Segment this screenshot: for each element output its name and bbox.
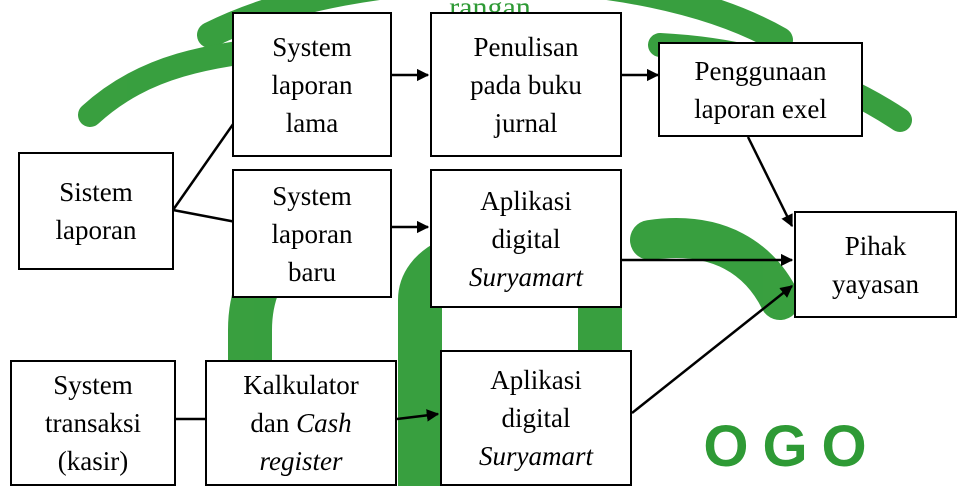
watermark-arc-top [197,0,793,53]
box-penggunaan-laporan-exel: Penggunaan laporan exel [658,42,863,137]
box-text: Kalkulator [243,370,359,400]
box-text: System [272,180,352,211]
box-text: Penulisan [473,31,579,62]
box-text: (kasir) [57,446,129,476]
arrow-kalkulator-to-aplikasi2 [396,409,440,422]
box-system-laporan-baru: System laporan baru [232,169,392,298]
box-system-transaksi-kasir: System transaksi (kasir) [10,360,176,486]
box-text-row: dan Cash [250,404,351,442]
box-kalkulator-cash-register: Kalkulator dan Cash register [205,360,397,486]
box-text: Aplikasi [480,185,572,216]
box-text: Sistem [59,177,133,207]
box-text: jurnal [494,107,558,138]
box-system-laporan-lama: System laporan lama [232,12,392,157]
box-text: lama [285,107,339,138]
box-text: System [272,31,352,62]
box-text: digital [491,223,561,254]
box-text: dan [250,408,297,438]
box-sistem-laporan: Sistem laporan [18,152,174,270]
box-text: laporan exel [694,93,827,124]
box-aplikasi-digital-suryamart: Aplikasi digital Suryamart [430,169,622,308]
watermark-right-arch [630,218,800,320]
box-text: pada buku [470,69,582,100]
box-text: Penggunaan [694,55,827,86]
box-text: Aplikasi [490,365,582,395]
box-aplikasi-digital-suryamart-2: Aplikasi digital Suryamart [440,350,632,486]
box-text: System [53,370,133,400]
box-text: baru [288,256,336,287]
arrow-penggunaan-to-pihak [746,136,794,228]
line-sistem-to-baru [172,208,237,224]
line-sistem-to-lama [171,119,238,211]
box-penulisan-buku-jurnal: Penulisan pada buku jurnal [430,12,622,157]
box-text: yayasan [832,268,919,299]
box-text: laporan [271,69,353,100]
box-text: laporan [271,218,353,249]
watermark-text-bottom: OGO [703,414,880,479]
box-text: laporan [55,215,137,245]
box-text: register [259,446,343,476]
box-text: transaksi [45,408,141,438]
box-text: Suryamart [469,261,583,292]
box-pihak-yayasan: Pihak yayasan [794,211,957,318]
box-text: Pihak [844,230,907,261]
arrow-aplikasi2-to-pihak [631,285,793,414]
box-text: digital [501,403,571,433]
box-text: Suryamart [479,441,593,471]
box-text: Cash [296,408,352,438]
